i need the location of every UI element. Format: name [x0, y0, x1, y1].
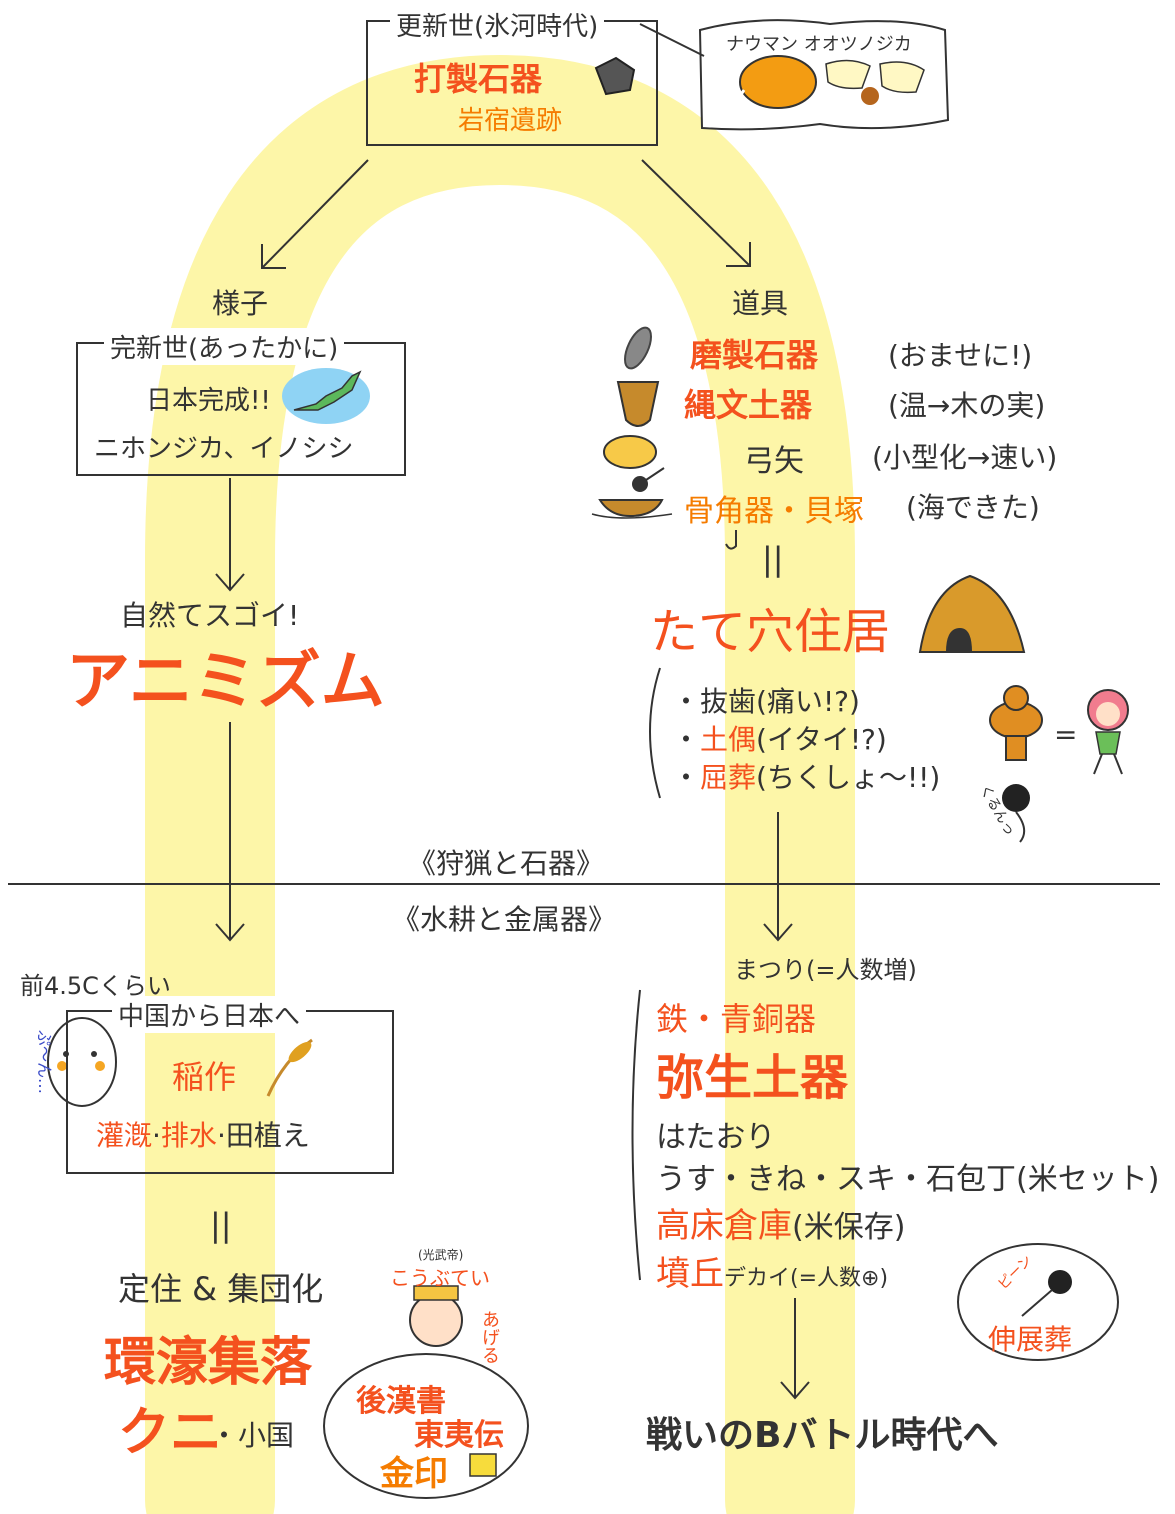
elk-icon — [825, 59, 925, 105]
bullet-1: ・土偶(イタイ!?) — [672, 723, 887, 756]
rice-tools: うす・きね・スキ・石包丁(米セット) — [656, 1162, 1160, 1197]
tool-item-3-note: (海できた) — [906, 491, 1040, 524]
polished-stone-icon — [624, 326, 652, 370]
holocene-label: 完新世(あったかに) — [104, 328, 345, 365]
tool-item-2-note: (小型化→速い) — [872, 441, 1058, 474]
rice-farming: 稲作 — [172, 1058, 237, 1096]
era-upper-label: 《狩猟と石器》 — [408, 847, 605, 880]
storehouse: 高床倉庫(米保存) — [656, 1198, 905, 1247]
jomon-pottery-icon — [616, 381, 660, 427]
japan-map-icon — [282, 368, 370, 424]
tool-item-1-term: 縄文土器 — [684, 386, 813, 424]
conclusion: 戦いのBバトル時代へ — [646, 1415, 999, 1456]
japan-complete: 日本完成!! — [146, 386, 271, 416]
gold-seal-icon — [469, 1453, 497, 1477]
tool-item-1-note: (温→木の実) — [888, 389, 1046, 422]
top-site: 岩宿遺跡 — [458, 106, 563, 136]
emperor-name: こうぶてい — [390, 1266, 490, 1290]
era-lower-label: 《水耕と金属器》 — [392, 903, 617, 936]
mammoth-icon — [737, 55, 817, 110]
weaving: はたおり — [656, 1120, 776, 1155]
date-label: 前4.5Cくらい — [20, 972, 171, 1000]
curled-figure-icon — [1002, 784, 1030, 843]
smiling-face-icon — [47, 1017, 117, 1107]
bullet-0-term: 抜歯 — [700, 685, 757, 718]
mound-term: 墳丘 — [656, 1254, 724, 1294]
top-tool: 打製石器 — [414, 60, 543, 98]
stretched-figure-icon — [1021, 1270, 1072, 1317]
metal-tools: 鉄・青銅器 — [656, 1000, 817, 1038]
method-drainage: 排水 — [160, 1119, 217, 1152]
arrow-top-left — [261, 159, 369, 269]
moat-settlement: 環濠集落 — [104, 1333, 313, 1393]
rice-plant-icon — [266, 1038, 313, 1097]
tool-item-3-term: 骨角器・貝塚 — [684, 494, 864, 529]
animism-title: アニミズム — [66, 645, 385, 719]
girl-icon — [1087, 689, 1129, 775]
equals-lower: || — [210, 1206, 232, 1244]
bullet-1-note: (イタイ!?) — [756, 723, 887, 756]
tool-item-2-term: 弓矢 — [744, 444, 804, 479]
method-irrigation: 灌漑 — [96, 1119, 153, 1152]
emperor-small-label: (光武帝) — [418, 1248, 464, 1262]
rice-box-title: 中国から日本へ — [112, 996, 307, 1033]
yayoi-pottery: 弥生土器 — [656, 1050, 849, 1106]
boar-icon — [603, 435, 657, 469]
farming-methods: 灌漑·排水·田植え — [96, 1119, 310, 1152]
bracket-bullets — [649, 667, 661, 799]
top-era-label: 更新世(氷河時代) — [390, 6, 605, 43]
tool-item-0-note: (おませに!) — [888, 339, 1033, 372]
extended-burial: 伸展葬 — [988, 1323, 1073, 1356]
book-title-2: 東夷伝 — [414, 1418, 504, 1453]
face-label: ぷ〜ん… — [35, 1029, 55, 1095]
bullet-0: ・抜歯(痛い!?) — [672, 685, 860, 718]
tool-item-0-term: 磨製石器 — [690, 336, 819, 374]
pit-dwelling-icon — [918, 574, 1026, 653]
bullet-1-term: 土偶 — [700, 723, 757, 756]
settlement-text: 定住 & 集団化 — [118, 1270, 324, 1308]
fish-hook-icon — [725, 530, 737, 550]
right-heading: 道具 — [732, 287, 789, 320]
equals-sign: = — [1054, 718, 1078, 751]
stone-icon — [594, 56, 636, 96]
bullet-2: ・屈葬(ちくしょ〜!!) — [672, 761, 941, 794]
pit-dwelling: たて穴住居 — [650, 604, 891, 660]
gold-seal-label: 金印 — [380, 1454, 448, 1494]
mound-note: デカイ(=人数⊕) — [724, 1266, 889, 1291]
book-title-1: 後漢書 — [356, 1384, 446, 1419]
kuni-title: クニ — [118, 1403, 223, 1463]
animal-species: ニホンジカ、イノシシ — [94, 434, 354, 464]
left-heading: 様子 — [212, 287, 269, 320]
animals-label: ナウマン オオツノジカ — [726, 34, 912, 55]
mound: 墳丘デカイ(=人数⊕) — [656, 1246, 888, 1295]
storehouse-term: 高床倉庫 — [656, 1206, 792, 1246]
storehouse-note: (米保存) — [792, 1210, 906, 1245]
dogu-icon — [989, 685, 1043, 761]
nature-text: 自然てスゴイ! — [120, 599, 300, 632]
bullet-2-note: (ちくしょ〜!!) — [756, 761, 941, 794]
equals-upper: || — [762, 540, 784, 578]
ageru-label: あげる — [479, 1310, 500, 1364]
bullet-0-note: (痛い!?) — [756, 685, 860, 718]
bracket-yayoi — [631, 989, 641, 1281]
emperor-icon — [409, 1285, 463, 1347]
small-nation: ・小国 — [210, 1419, 295, 1452]
bullet-2-term: 屈葬 — [700, 761, 757, 794]
festival-note: まつり(=人数増) — [734, 956, 917, 984]
method-planting: 田植え — [225, 1119, 310, 1152]
arrow-top-right — [641, 159, 751, 267]
fishing-boat-icon — [591, 467, 673, 519]
